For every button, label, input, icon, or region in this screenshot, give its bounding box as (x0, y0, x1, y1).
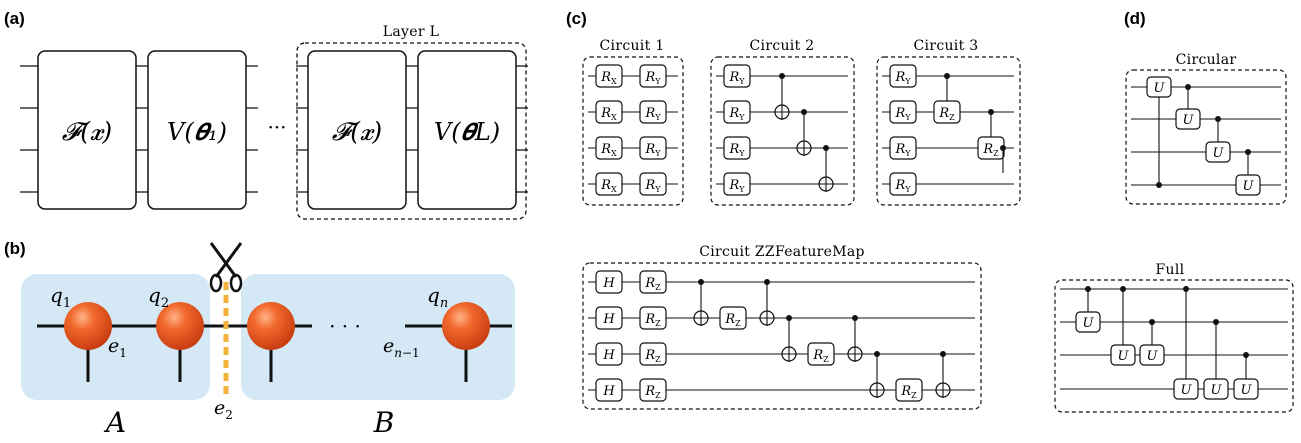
circuit-3: Circuit 3 RY RY RY RY RZ RZ (876, 38, 1021, 206)
feature-map-label-L: 𝓕(𝒙) (332, 117, 382, 146)
circular-box (1125, 69, 1287, 205)
full-title: Full (1156, 262, 1185, 278)
panel-c: (c) Circuit 1 RX RY RX RY RX RY (566, 9, 1021, 410)
circuit-1: Circuit 1 RX RY RX RY RX RY RX RY (582, 38, 684, 206)
svg-text:U: U (1147, 349, 1159, 364)
panel-d-label: (d) (1124, 9, 1146, 28)
edge-label-2: e2 (214, 397, 233, 422)
circuit-2: Circuit 2 RY RY RY RY (710, 38, 855, 206)
feature-map-label-1: 𝓕(𝒙) (62, 117, 112, 146)
layer-box (296, 42, 527, 220)
circuit-circular: Circular U U (1125, 52, 1287, 205)
panel-d: (d) Circular (1054, 9, 1294, 413)
svg-text:H: H (602, 276, 615, 291)
tensor-node-1 (64, 302, 112, 350)
circuit-3-title: Circuit 3 (914, 38, 979, 54)
svg-text:H: H (602, 384, 615, 399)
tensor-node-n (442, 302, 490, 350)
tensor-node-2 (156, 302, 204, 350)
feature-map-gate-L (307, 50, 407, 210)
variational-gate-L (417, 50, 517, 210)
circuit-1-title: Circuit 1 (600, 38, 665, 54)
region-b-label: B (373, 406, 395, 439)
region-b (241, 274, 515, 400)
svg-text:U: U (1181, 383, 1193, 398)
svg-text:U: U (1211, 383, 1223, 398)
chain-ellipsis: · · · (329, 314, 361, 338)
circuit-zz-box (582, 262, 982, 410)
svg-text:U: U (1243, 179, 1255, 194)
layer-title: Layer L (383, 24, 439, 40)
full-box (1054, 279, 1294, 413)
circuit-1-box (582, 56, 684, 206)
svg-text:H: H (602, 312, 615, 327)
svg-text:U: U (1083, 316, 1095, 331)
region-a-label: A (103, 406, 126, 439)
circuit-zz-feature-map: Circuit ZZFeatureMap (582, 244, 982, 410)
circular-title: Circular (1176, 52, 1237, 68)
panel-a-label: (a) (4, 9, 25, 28)
panel-c-label: (c) (566, 9, 587, 28)
svg-text:U: U (1213, 146, 1225, 161)
circuit-2-title: Circuit 2 (750, 38, 815, 54)
variational-gate-1 (147, 50, 247, 210)
layer-ellipsis: ··· (267, 115, 286, 139)
variational-label-1: V(𝜽₁) (167, 118, 227, 146)
panel-a: (a) 𝓕(𝒙) V(𝜽₁) 𝓕(𝒙) V(𝜽L) ··· Layer L (4, 9, 528, 220)
circuit-2-box (710, 56, 855, 206)
ellipsis-gap-b (312, 318, 402, 334)
tensor-node-3 (247, 302, 295, 350)
svg-text:H: H (602, 348, 615, 363)
feature-map-gate-1 (37, 50, 137, 210)
circuit-3-box (876, 56, 1021, 206)
scissors-icon (209, 242, 243, 293)
panel-b: (b) q1 q2 qn e1 e2 en−1 (4, 239, 515, 439)
circuit-full: Full (1054, 262, 1294, 413)
circuit-zz-title: Circuit ZZFeatureMap (699, 244, 865, 260)
svg-text:U: U (1118, 349, 1130, 364)
svg-text:U: U (1241, 383, 1253, 398)
region-a (21, 274, 210, 400)
variational-label-L: V(𝜽L) (434, 118, 500, 146)
svg-text:U: U (1183, 113, 1195, 128)
svg-text:U: U (1154, 81, 1166, 96)
panel-b-label: (b) (4, 239, 26, 258)
ellipsis-gap (258, 55, 296, 205)
